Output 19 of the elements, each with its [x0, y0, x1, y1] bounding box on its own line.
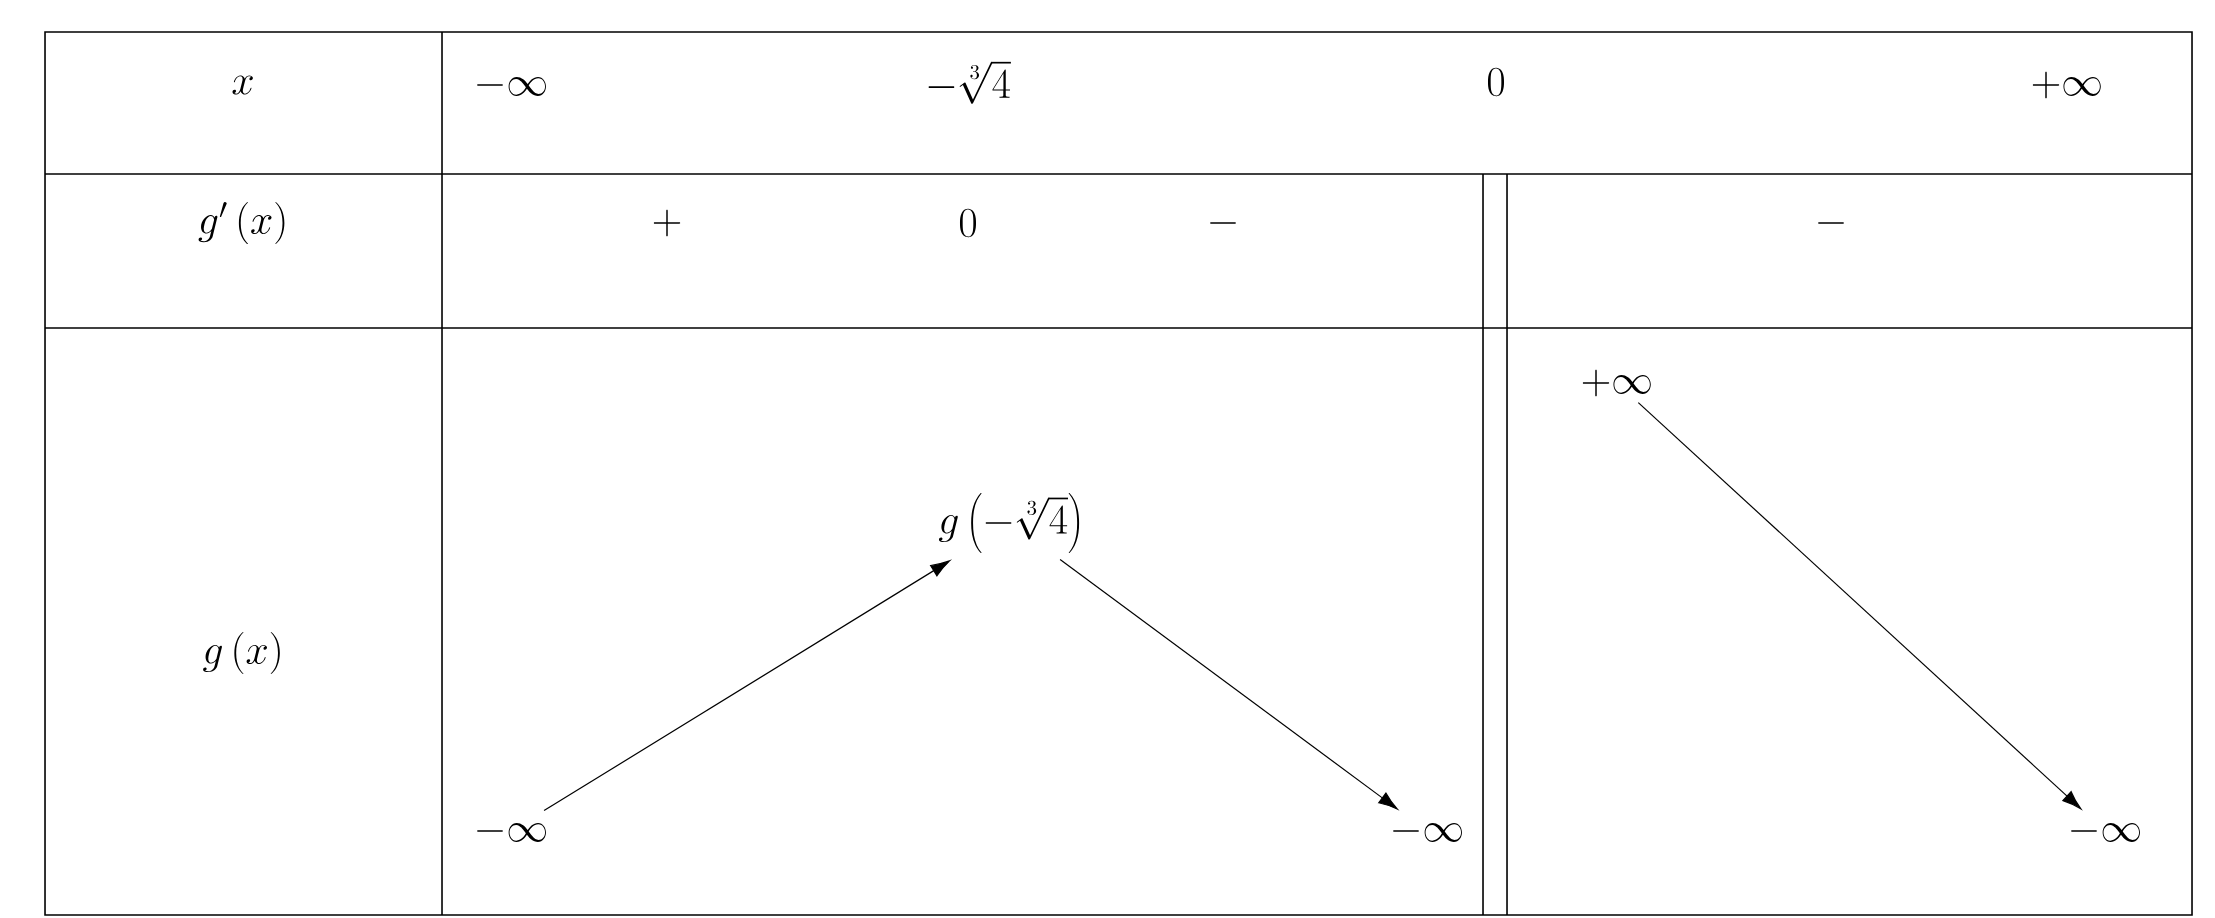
arrow — [543, 560, 951, 812]
value-label: $-\infty$ — [2071, 822, 2140, 842]
arrow — [1637, 401, 2082, 810]
math-label: $0$ — [960, 208, 976, 238]
math-label: $x$ — [232, 75, 253, 95]
value-label: $-\infty$ — [1393, 822, 1462, 842]
math-label: $-\infty$ — [477, 76, 546, 96]
math-label: $-$ — [1210, 222, 1236, 224]
math-label: $-$ — [1818, 222, 1844, 224]
math-label: $g\left(x\right)$ — [203, 632, 280, 674]
math-label: $-\sqrt[3]{4}$ — [928, 61, 1011, 104]
value-label: $-\infty$ — [477, 822, 546, 842]
math-label: $0$ — [1488, 67, 1504, 97]
value-label: $+\infty$ — [1582, 369, 1651, 397]
math-label: $g'\left(x\right)$ — [198, 201, 285, 245]
value-label: $g\left(-\sqrt[3]{4}\right)$ — [938, 493, 1080, 554]
math-label: $+\infty$ — [2032, 71, 2101, 99]
math-label: $+$ — [653, 209, 681, 237]
arrow — [1059, 558, 1398, 810]
